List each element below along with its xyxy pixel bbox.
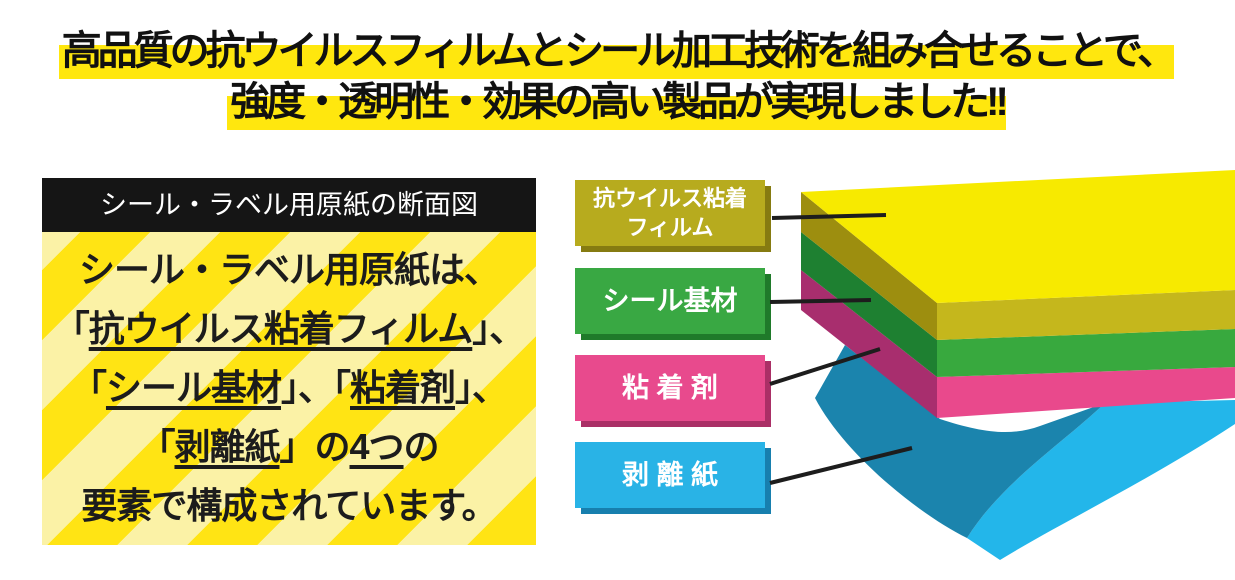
film-top-face [801,170,1235,303]
headline-text-1: 高品質の抗ウイルスフィルムとシール加工技術を組み合せることで、 [58,29,1177,79]
release-sheet-dark [815,345,1105,538]
connector-adhesive [769,347,881,386]
panel-line: 「シール基材」、「粘着剤」、 [70,367,508,408]
adhesive-layer-right-face [937,367,1235,418]
base-layer-left-face [801,232,937,377]
headline-line-1: 高品質の抗ウイルスフィルムとシール加工技術を組み合せることで、 [0,29,1235,79]
film-layer-left-face [801,192,937,340]
panel-body: シール・ラベル用原紙は、 「抗ウイルス粘着フィルム」、 「シール基材」、「粘着剤… [42,232,536,545]
panel-line: 要素で構成されています。 [81,485,497,526]
headline-line-2: 強度・透明性・効果の高い製品が実現しました!! [0,80,1235,130]
connector-base [769,298,872,304]
label-release-paper: 剥 離 紙 [575,442,765,508]
film-layer-right-face [937,290,1235,340]
panel-line: 「剥離紙」の4つの [139,426,439,467]
adhesive-layer-left-face [801,270,937,418]
label-seal-base: シール基材 [575,268,765,334]
release-sheet-light [967,400,1235,560]
label-adhesive: 粘 着 剤 [575,355,765,421]
panel-title: シール・ラベル用原紙の断面図 [42,178,536,232]
connector-film [771,213,887,220]
connector-release [769,446,913,485]
label-antivirus-film: 抗ウイルス粘着 フィルム [575,180,765,246]
base-layer-right-face [937,329,1235,377]
headline-text-2: 強度・透明性・効果の高い製品が実現しました!! [227,80,1009,130]
cross-section-panel: シール・ラベル用原紙の断面図 シール・ラベル用原紙は、 「抗ウイルス粘着フィルム… [42,178,536,545]
panel-line: シール・ラベル用原紙は、 [78,249,500,290]
panel-line: 「抗ウイルス粘着フィルム」、 [53,308,526,349]
